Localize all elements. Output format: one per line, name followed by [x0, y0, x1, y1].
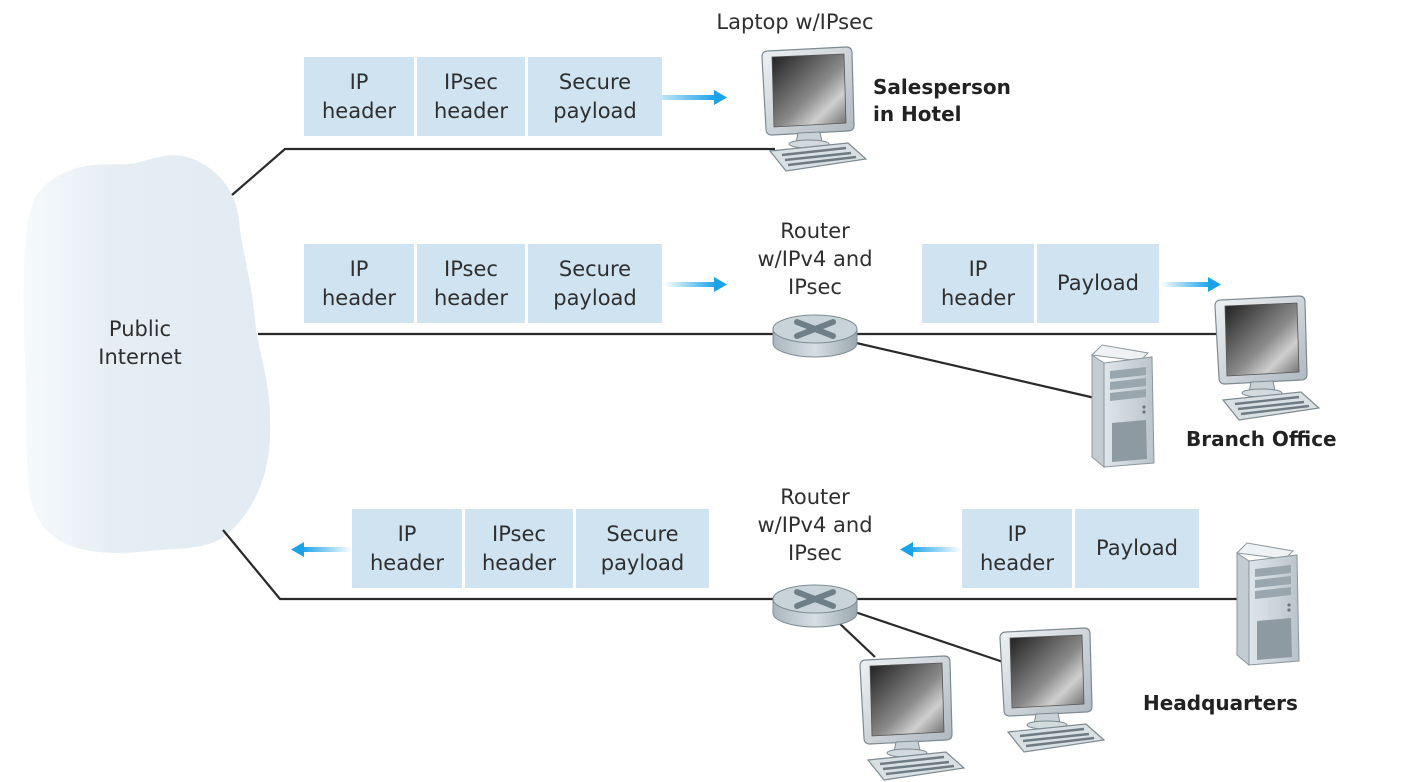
arrow-salesperson [640, 90, 727, 105]
public-internet-cloud [23, 155, 271, 554]
hq-server-icon [1236, 542, 1300, 666]
hq-desktop-2-icon [998, 626, 1106, 754]
laptop-icon [760, 45, 868, 173]
packet-field-payload: Payload [1075, 509, 1199, 588]
packet-field-ip-header: IP header [304, 244, 414, 323]
branch-server-icon [1091, 344, 1155, 468]
laptop-label: Laptop w/IPsec [716, 10, 874, 34]
packet-field-ip-header: IP header [962, 509, 1072, 588]
packet-field-ip-header: IP header [304, 57, 414, 136]
hq-desktop-1-icon [858, 654, 966, 782]
packet-field-ip-header: IP header [352, 509, 462, 588]
packet-field-secure-payload: Secure payload [576, 509, 709, 588]
packet-branch-wan: IP header IPsec header Secure payload [304, 244, 662, 323]
packet-field-ipsec-header: IPsec header [417, 244, 525, 323]
hq-site-label: Headquarters [1143, 691, 1298, 715]
hq-router-icon [773, 585, 857, 627]
packet-field-payload: Payload [1037, 244, 1159, 323]
link-hq-pc2 [851, 609, 1013, 667]
packet-field-ipsec-header: IPsec header [417, 57, 525, 136]
hq-router-label: Router w/IPv4 and IPsec [757, 485, 873, 565]
packet-hq-lan: IP header Payload [962, 509, 1199, 588]
packet-field-ipsec-header: IPsec header [465, 509, 573, 588]
branch-router-icon [773, 315, 857, 357]
arrow-hq-lan [900, 542, 962, 557]
salesperson-site-label: Salesperson in Hotel [873, 75, 1011, 126]
arrow-hq-wan [291, 542, 352, 557]
branch-router-label: Router w/IPv4 and IPsec [757, 219, 873, 299]
arrow-branch-lan [1160, 277, 1221, 292]
branch-site-label: Branch Office [1186, 427, 1337, 451]
branch-desktop-icon [1213, 294, 1321, 422]
link-hq-wan [222, 529, 775, 601]
packet-branch-lan: IP header Payload [922, 244, 1159, 323]
link-hq-pc1 [837, 621, 876, 658]
packet-field-ip-header: IP header [922, 244, 1034, 323]
cloud-label: Public Internet [98, 317, 182, 369]
packet-field-secure-payload: Secure payload [528, 57, 662, 136]
arrow-branch-wan [664, 277, 727, 292]
link-salesperson [231, 147, 775, 196]
packet-hq-wan: IP header IPsec header Secure payload [352, 509, 709, 588]
packet-salesperson: IP header IPsec header Secure payload [304, 57, 662, 136]
packet-field-secure-payload: Secure payload [528, 244, 662, 323]
link-branch-server [851, 340, 1096, 400]
network-links [222, 147, 1238, 667]
